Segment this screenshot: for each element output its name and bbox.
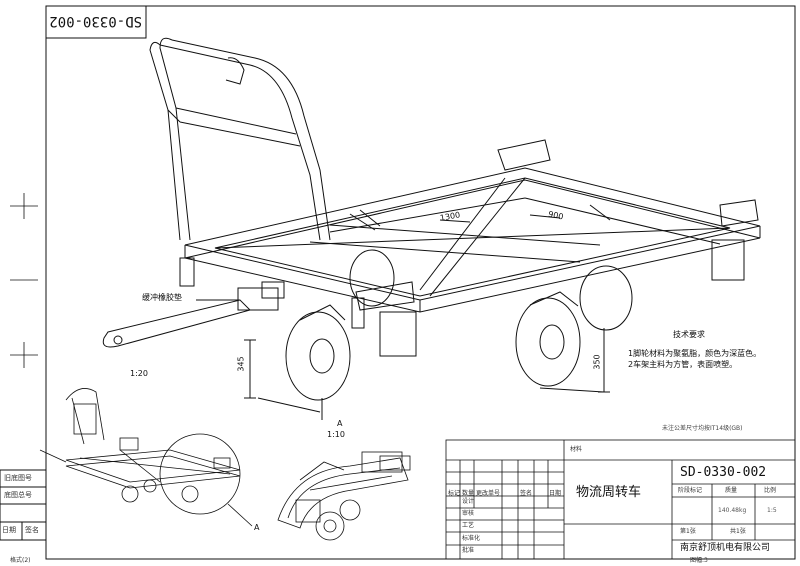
left-strip-sign: 签名	[25, 526, 39, 534]
format-right: 图幅:3	[690, 557, 708, 564]
scale-label: 比例	[764, 487, 777, 494]
role-design: 设计	[462, 498, 475, 505]
margin-marks	[10, 193, 38, 368]
part-name: 物流周转车	[576, 485, 642, 500]
tech-requirement-2: 2车架主料为方管，表面喷塑。	[628, 360, 738, 369]
role-review: 审核	[462, 510, 475, 517]
dimension-345: 345	[236, 356, 246, 372]
rev-header-qty: 数量	[462, 490, 475, 497]
left-strip	[0, 469, 47, 541]
rev-header-mark: 标记	[448, 490, 461, 497]
sheet-label: 第1张	[680, 528, 696, 535]
drawing-number: SD-0330-002	[680, 465, 767, 480]
detail-pointer-label: A	[254, 523, 260, 532]
rotated-number-box	[45, 5, 147, 39]
material-label: 材料	[570, 446, 583, 453]
dimension-350: 350	[592, 354, 602, 370]
left-strip-old-number: 旧底图号	[4, 474, 32, 482]
rev-header-change: 更改单号	[476, 490, 501, 497]
overview-view	[39, 388, 253, 527]
stage-label: 阶段标记	[678, 487, 703, 494]
role-process: 工艺	[462, 522, 475, 529]
company-name: 南京舒顶机电有限公司	[680, 543, 771, 553]
buffer-pad-label: 缓冲橡胶垫	[142, 293, 182, 302]
detail-scale-label: 1:10	[327, 430, 345, 439]
scale-value: 1:5	[767, 507, 777, 514]
rev-header-date: 日期	[549, 490, 562, 497]
rev-header-sign: 签名	[520, 490, 533, 497]
sheet-border	[45, 5, 796, 560]
tech-requirement-1: 1脚轮材料为聚氨脂，颜色为深蓝色。	[628, 349, 762, 358]
main-scale: 1:20	[130, 369, 148, 378]
role-standard: 标准化	[462, 535, 481, 542]
tech-requirements-title: 技术要求	[673, 330, 705, 339]
drawing-number-rotated: SD-0330-002	[49, 13, 142, 29]
role-approve: 批准	[462, 547, 475, 554]
general-tolerance: 未注公差尺寸均按IT14级(GB)	[662, 425, 743, 432]
detail-ref-label: A	[337, 419, 343, 428]
total-label: 共1张	[730, 528, 746, 535]
title-block-lines	[445, 439, 796, 560]
weight-label: 质量	[725, 487, 738, 494]
format-left: 格式(2)	[10, 557, 31, 564]
weight-value: 140.48kg	[718, 507, 747, 514]
left-strip-total-number: 底图总号	[4, 491, 32, 499]
detail-view-a	[277, 451, 411, 541]
left-strip-date: 日期	[2, 526, 16, 534]
main-cart-view	[102, 37, 761, 420]
